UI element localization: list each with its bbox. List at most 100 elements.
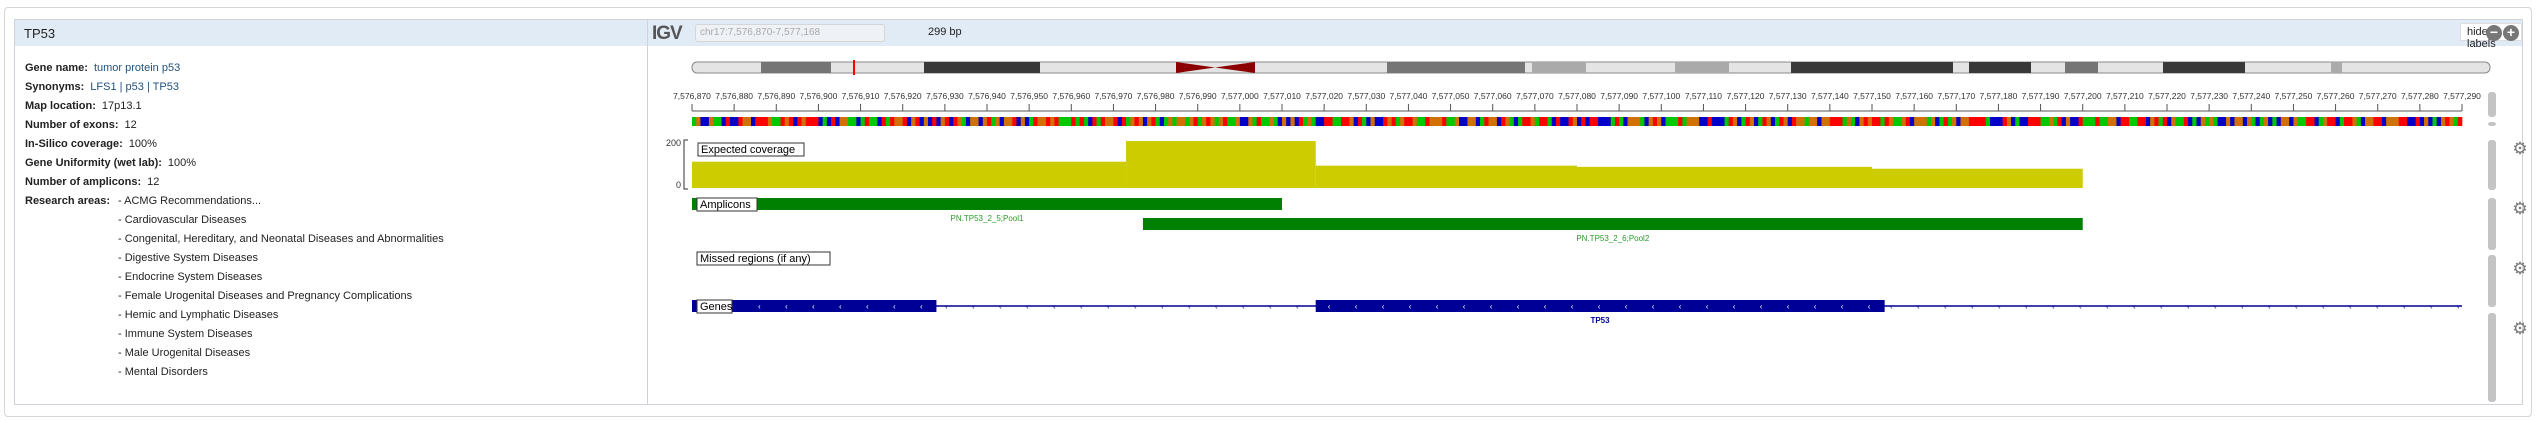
gear-icon[interactable]: ⚙	[2512, 199, 2527, 218]
sequence-base	[1024, 117, 1030, 126]
sequence-base	[1703, 117, 1708, 126]
sequence-base	[1113, 117, 1118, 126]
strand-arrow: ‹	[1490, 302, 1493, 311]
sequence-base	[1130, 117, 1135, 126]
sequence-base	[1720, 117, 1725, 126]
sequence-base	[961, 117, 967, 126]
track-label-box	[696, 299, 733, 314]
sequence-base	[1598, 117, 1603, 126]
sequence-base	[1454, 117, 1460, 126]
coverage-bar	[1315, 165, 1577, 188]
sequence-base	[1775, 117, 1780, 126]
sequence-base	[2449, 117, 2454, 126]
sequence-base	[2179, 117, 2185, 126]
sequence-base	[915, 117, 920, 126]
sequence-base	[1168, 117, 1173, 126]
info-value[interactable]: LFS1 | p53 | TP53	[90, 81, 179, 93]
ruler-label: 7,577,020	[1305, 91, 1343, 101]
track-label: Genes	[700, 301, 733, 313]
ruler-label: 7,577,050	[1432, 91, 1470, 101]
sequence-base	[2424, 117, 2429, 126]
sequence-base	[1151, 117, 1156, 126]
sequence-base	[2023, 117, 2029, 126]
sequence-base	[2322, 117, 2328, 126]
sequence-base	[2407, 117, 2412, 126]
sequence-base	[1071, 117, 1076, 126]
strand-arrow: ‹	[2106, 302, 2109, 311]
track-scrollbar[interactable]	[2488, 92, 2496, 117]
sequence-base	[1117, 117, 1123, 126]
zoom-in-icon[interactable]: +	[2503, 25, 2519, 41]
sequence-base	[2445, 117, 2450, 126]
track-scrollbar[interactable]	[2488, 198, 2496, 250]
sequence-base	[831, 117, 836, 126]
sequence-base	[713, 117, 718, 126]
ruler-label: 7,577,150	[1853, 91, 1891, 101]
sequence-base	[1981, 117, 1987, 126]
strand-arrow: ‹	[945, 302, 948, 311]
sequence-base	[1298, 117, 1304, 126]
sequence-base	[814, 117, 819, 126]
strand-arrow: ‹	[2052, 302, 2055, 311]
info-value[interactable]: tumor protein p53	[93, 62, 181, 74]
sequence-base	[1808, 117, 1814, 126]
sequence-base	[1341, 117, 1346, 126]
sequence-base	[2188, 117, 2193, 126]
sequence-base	[1223, 117, 1228, 126]
sequence-base	[1159, 117, 1165, 126]
sequence-base	[1328, 117, 1333, 126]
sequence-base	[1437, 117, 1443, 126]
zoom-out-icon[interactable]: −	[2486, 25, 2502, 41]
sequence-base	[2053, 117, 2058, 126]
sequence-base	[2091, 117, 2096, 126]
locus-search-input[interactable]: chr17:7,576,870-7,577,168	[695, 24, 885, 42]
sequence-base	[944, 117, 950, 126]
sequence-base	[1770, 117, 1776, 126]
ruler-label: 7,576,920	[884, 91, 922, 101]
sequence-base	[1041, 117, 1047, 126]
sequence-base	[1690, 117, 1696, 126]
sequence-base	[1623, 117, 1628, 126]
sequence-base	[2133, 117, 2138, 126]
info-value: 12	[147, 176, 160, 188]
sequence-base	[1471, 117, 1477, 126]
sequence-base	[1303, 117, 1308, 126]
sequence-base	[1290, 117, 1295, 126]
track-scrollbar[interactable]	[2488, 140, 2496, 190]
sequence-base	[1897, 117, 1902, 126]
sequence-base	[1850, 117, 1856, 126]
sequence-base	[1450, 117, 1456, 126]
sequence-base	[2183, 117, 2189, 126]
sequence-base	[2314, 117, 2320, 126]
sequence-base	[1754, 117, 1759, 126]
strand-arrow: ‹	[2322, 302, 2325, 311]
ruler-label: 7,576,930	[926, 91, 964, 101]
sequence-base	[2428, 117, 2433, 126]
gear-icon[interactable]: ⚙	[2512, 259, 2527, 278]
sequence-base	[1888, 117, 1894, 126]
sequence-base	[805, 117, 811, 126]
track-scrollbar[interactable]	[2488, 313, 2496, 402]
sequence-base	[1033, 117, 1038, 126]
sequence-base	[708, 117, 714, 126]
strand-arrow: ‹	[1053, 302, 1056, 311]
track-scrollbar[interactable]	[2488, 255, 2496, 307]
strand-arrow: ‹	[866, 302, 869, 311]
strand-arrow: ‹	[1544, 302, 1547, 311]
strand-arrow: ‹	[2025, 302, 2028, 311]
sequence-base	[1652, 117, 1658, 126]
sequence-base	[1968, 117, 1974, 126]
track-scrollbar[interactable]	[2488, 122, 2496, 126]
sequence-base	[1939, 117, 1944, 126]
sequence-base	[1530, 117, 1536, 126]
sequence-base	[763, 117, 769, 126]
sequence-base	[2103, 117, 2109, 126]
gear-icon[interactable]: ⚙	[2512, 319, 2527, 338]
gear-icon[interactable]: ⚙	[2512, 139, 2527, 158]
research-area-item: - Digestive System Diseases	[118, 252, 259, 264]
sequence-base	[1037, 117, 1043, 126]
sequence-base	[797, 117, 802, 126]
sequence-base	[1008, 117, 1013, 126]
sequence-base	[1619, 117, 1624, 126]
